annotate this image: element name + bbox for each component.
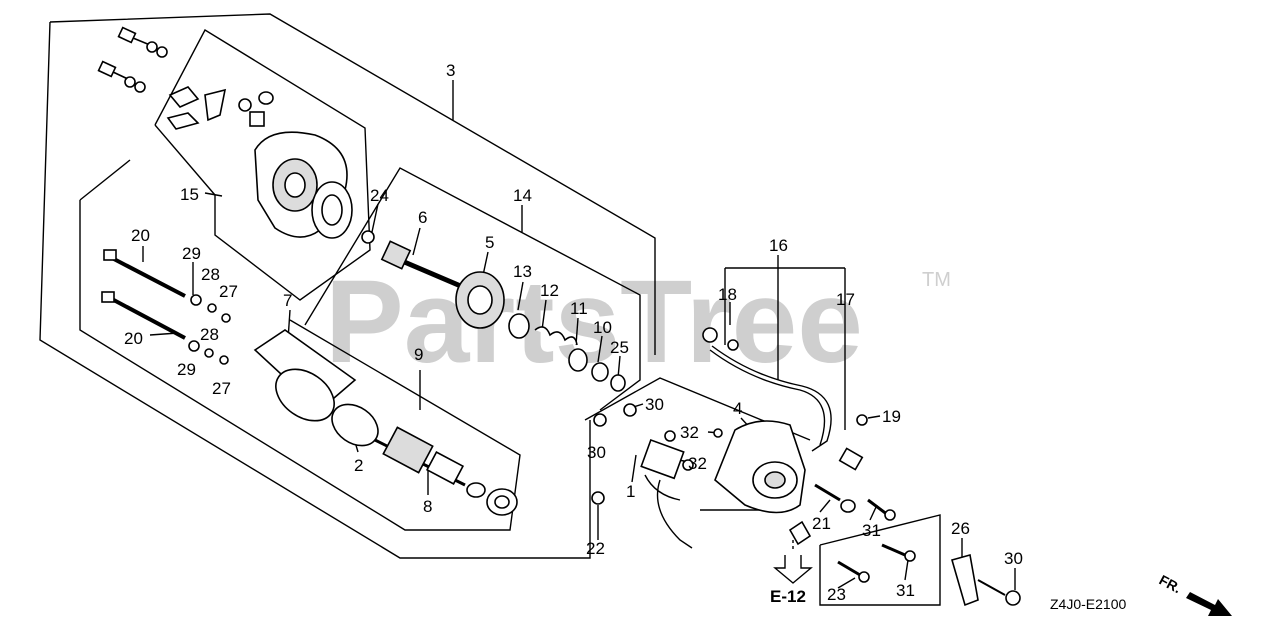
callout-4: 4 — [733, 399, 742, 418]
bolt-set-top — [97, 26, 168, 93]
callout-16: 16 — [769, 236, 788, 255]
callout-3: 3 — [446, 61, 455, 80]
callout-12: 12 — [540, 281, 559, 300]
callout-32-lower: 32 — [688, 454, 707, 473]
callout-22: 22 — [586, 539, 605, 558]
callout-23: 23 — [827, 585, 846, 604]
yoke-housing — [253, 329, 379, 447]
callout-24: 24 — [370, 186, 389, 205]
mounting-plate — [951, 553, 1021, 607]
front-direction-label: FR. — [1157, 572, 1184, 597]
callout-26: 26 — [951, 519, 970, 538]
armature — [374, 426, 518, 516]
bolt-set-lower — [788, 483, 916, 583]
parts-drawings — [97, 26, 1021, 607]
callout-29-lower: 29 — [177, 360, 196, 379]
callout-28-upper: 28 — [201, 265, 220, 284]
cable-set — [702, 327, 868, 471]
callout-9: 9 — [414, 345, 423, 364]
front-bracket — [714, 420, 806, 514]
callout-27-upper: 27 — [219, 282, 238, 301]
front-direction-indicator: FR. — [1157, 572, 1232, 616]
callout-28-lower: 28 — [200, 325, 219, 344]
callout-8: 8 — [423, 497, 432, 516]
brush-holder-parts — [166, 86, 274, 130]
callout-18: 18 — [718, 285, 737, 304]
rear-cover — [254, 131, 375, 244]
callout-17: 17 — [836, 290, 855, 309]
callout-7: 7 — [283, 291, 292, 310]
callout-25: 25 — [610, 338, 629, 357]
callout-29-upper: 29 — [182, 244, 201, 263]
callout-32-upper: 32 — [680, 423, 699, 442]
callout-31-upper: 31 — [862, 521, 881, 540]
callout-labels: 3 14 15 24 6 5 13 12 11 10 25 20 20 29 2… — [124, 61, 1023, 604]
drawing-code: Z4J0-E2100 — [1050, 596, 1126, 612]
callout-20-lower: 20 — [124, 329, 143, 348]
callout-31-lower: 31 — [896, 581, 915, 600]
callout-30-lower: 30 — [1004, 549, 1023, 568]
callout-27-lower: 27 — [212, 379, 231, 398]
solenoid — [591, 403, 723, 549]
callout-19: 19 — [882, 407, 901, 426]
front-arrow-icon — [1186, 592, 1232, 616]
watermark-trademark: TM — [922, 269, 951, 291]
callout-1: 1 — [626, 482, 635, 501]
assembly-outline — [39, 13, 941, 606]
through-bolts — [101, 249, 231, 365]
callout-6: 6 — [418, 208, 427, 227]
reference-label: E-12 — [770, 587, 806, 606]
callout-30-middle: 30 — [587, 443, 606, 462]
callout-21: 21 — [812, 514, 831, 533]
reference-arrow: E-12 — [770, 540, 813, 606]
drive-gear-set — [380, 240, 626, 392]
callout-13: 13 — [513, 262, 532, 281]
callout-2: 2 — [354, 456, 363, 475]
callout-14: 14 — [513, 186, 532, 205]
callout-5: 5 — [485, 233, 494, 252]
callout-20-upper: 20 — [131, 226, 150, 245]
callout-10: 10 — [593, 318, 612, 337]
callout-15: 15 — [180, 185, 199, 204]
callout-11: 11 — [570, 299, 588, 318]
callout-30-upper: 30 — [645, 395, 664, 414]
